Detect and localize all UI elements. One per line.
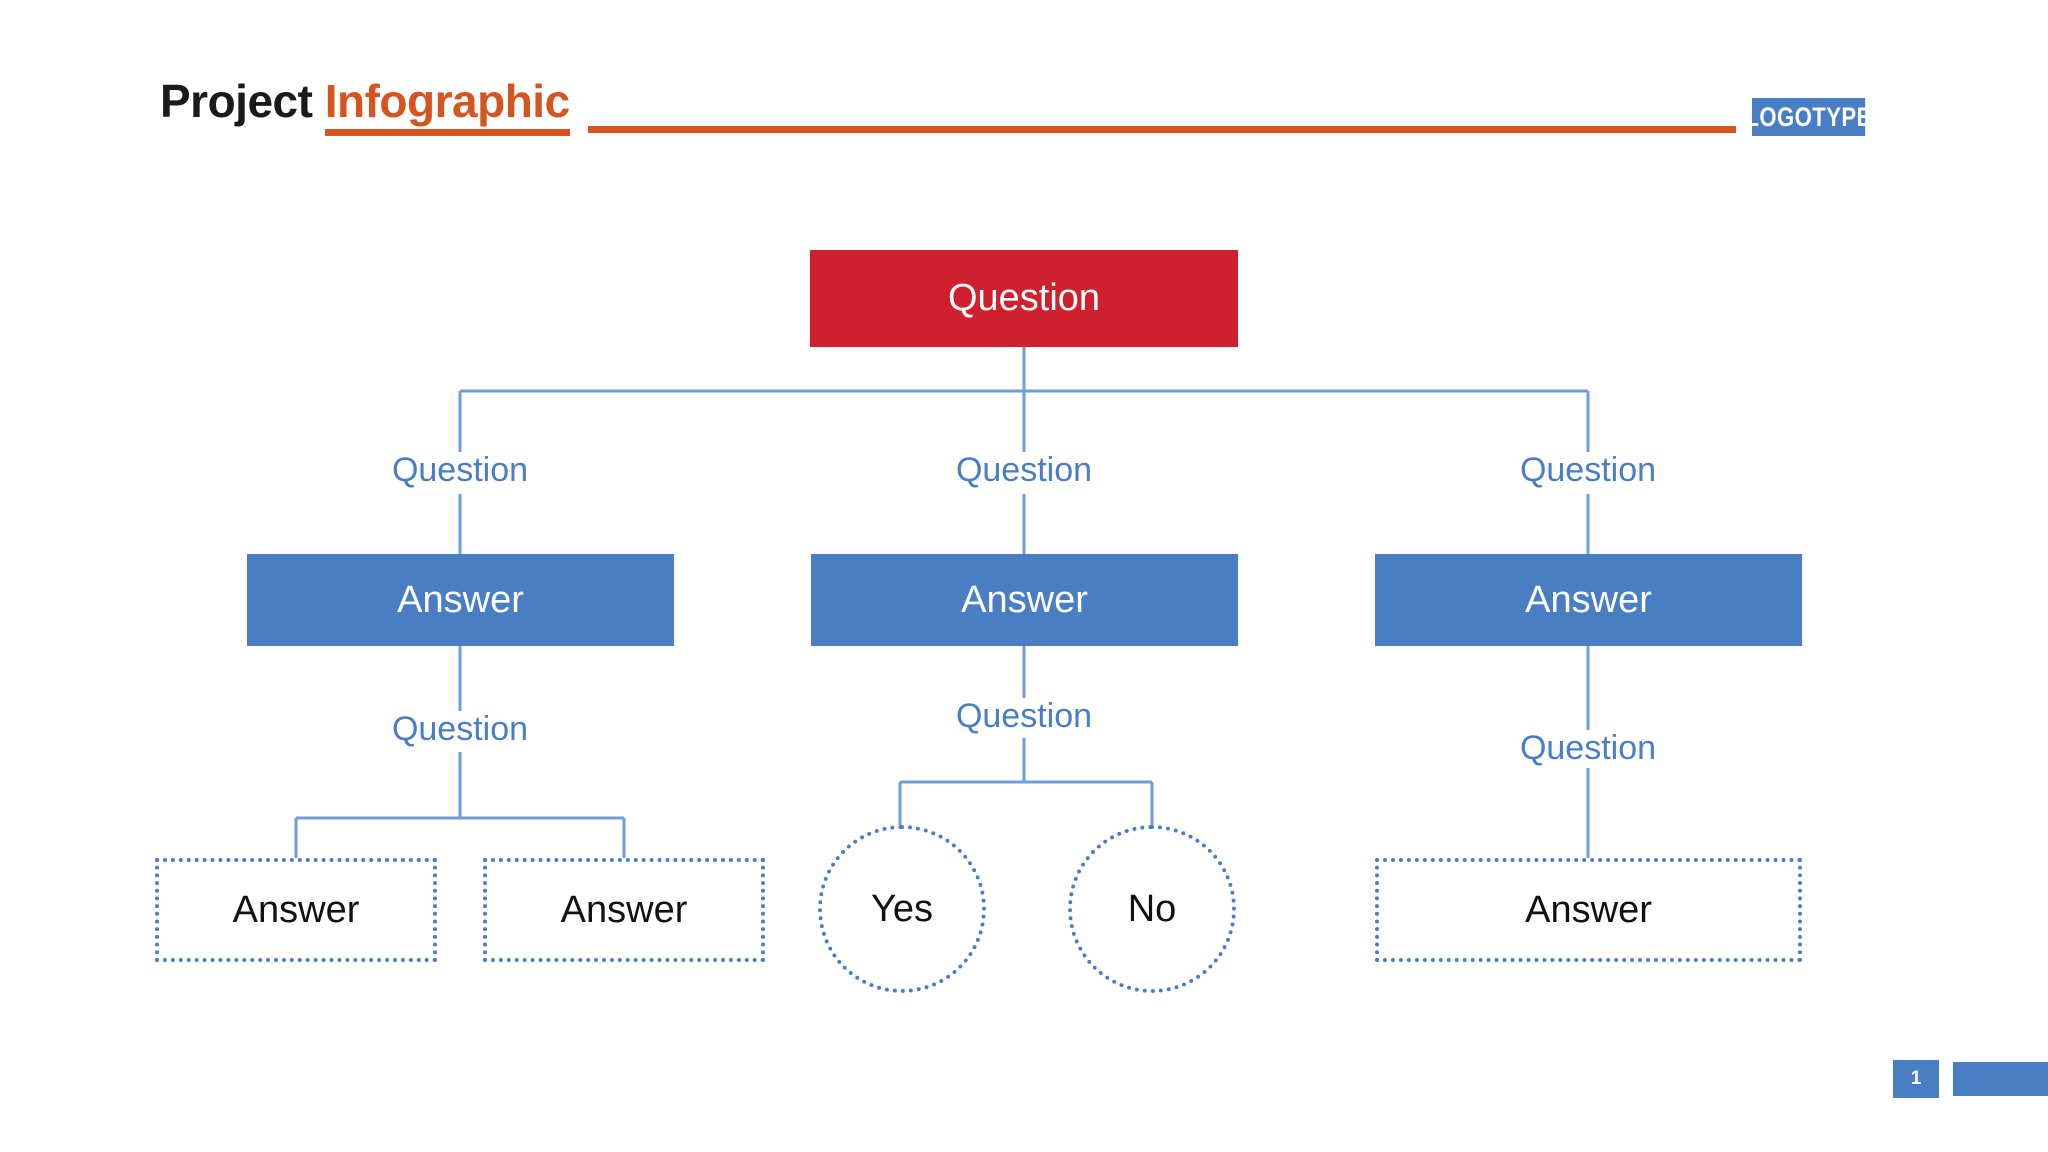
- leaf-answer-right-label: Answer: [1525, 888, 1652, 931]
- leaf-circle-no[interactable]: No: [1068, 825, 1236, 993]
- leaf-answer-left-1-label: Answer: [232, 888, 360, 931]
- page-title: Project Infographic: [160, 75, 570, 136]
- answer-node-left[interactable]: Answer: [247, 554, 674, 646]
- title-word-infographic: Infographic: [324, 75, 570, 136]
- edge-label-middle-question-2: Question: [945, 697, 1103, 736]
- leaf-answer-right[interactable]: Answer: [1375, 858, 1802, 962]
- root-question-node[interactable]: Question: [810, 250, 1238, 347]
- answer-node-right[interactable]: Answer: [1375, 554, 1802, 646]
- leaf-answer-left-2-label: Answer: [560, 888, 688, 931]
- answer-node-middle-label: Answer: [961, 578, 1088, 621]
- edge-label-right-question-2: Question: [1509, 729, 1667, 768]
- leaf-circle-yes-label: Yes: [871, 887, 933, 930]
- footer-accent-bar: [1953, 1062, 2048, 1096]
- title-word-project: Project: [160, 75, 313, 127]
- header-divider-rule: [588, 126, 1736, 133]
- page-number-badge: 1: [1893, 1060, 1939, 1098]
- leaf-answer-left-2[interactable]: Answer: [483, 858, 765, 962]
- answer-node-right-label: Answer: [1525, 578, 1652, 621]
- leaf-answer-left-1[interactable]: Answer: [155, 858, 437, 962]
- leaf-circle-no-label: No: [1127, 887, 1177, 930]
- edge-label-left-question-2: Question: [381, 710, 539, 749]
- leaf-circle-yes[interactable]: Yes: [818, 825, 986, 993]
- root-question-label: Question: [947, 277, 1101, 319]
- answer-node-left-label: Answer: [397, 578, 524, 621]
- logotype-badge: LOGOTYPE: [1745, 98, 1871, 136]
- answer-node-middle[interactable]: Answer: [811, 554, 1238, 646]
- edge-label-right-question-1: Question: [1509, 451, 1667, 490]
- edge-label-middle-question-1: Question: [945, 451, 1103, 490]
- edge-label-left-question-1: Question: [381, 451, 539, 490]
